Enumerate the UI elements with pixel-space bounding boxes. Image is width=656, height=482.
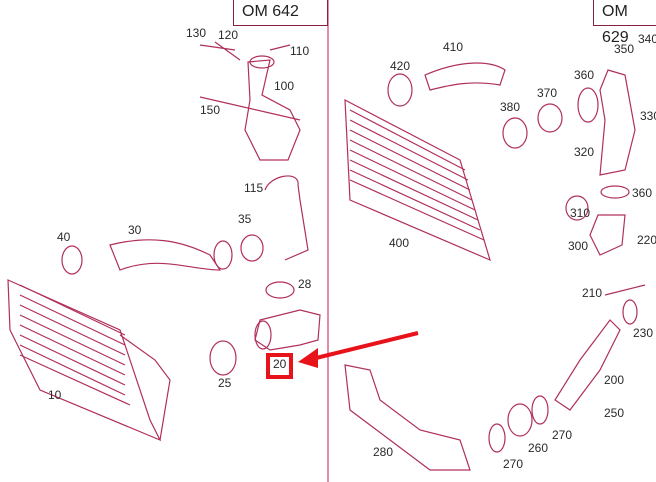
part-260	[507, 403, 533, 437]
part-label[interactable]: 320	[574, 145, 595, 159]
part-label-highlighted[interactable]: 20	[273, 357, 287, 371]
bracket-210	[604, 284, 646, 296]
part-label[interactable]: 28	[298, 277, 312, 291]
part-label[interactable]: 10	[48, 388, 62, 402]
part-label[interactable]: 230	[633, 326, 654, 340]
part-label[interactable]: 340	[638, 32, 656, 46]
part-110	[269, 44, 291, 51]
part-label[interactable]: 370	[537, 86, 558, 100]
seal-28	[265, 281, 295, 299]
part-label[interactable]: 110	[290, 44, 310, 58]
part-370	[537, 103, 563, 133]
part-label[interactable]: 360	[574, 68, 595, 82]
part-label[interactable]: 350	[614, 42, 635, 56]
part-label[interactable]: 360	[632, 186, 653, 200]
part-label[interactable]: 250	[604, 406, 625, 420]
pipe-100	[244, 55, 301, 161]
part-label[interactable]: 270	[552, 428, 573, 442]
part-label[interactable]: 100	[274, 79, 295, 93]
part-label[interactable]: 115	[244, 181, 264, 195]
elbow-20	[254, 309, 321, 351]
bracket-115	[264, 175, 309, 261]
arrow-head	[298, 348, 318, 368]
part-label[interactable]: 200	[604, 373, 625, 387]
part-label[interactable]: 30	[128, 223, 142, 237]
intercooler-400	[344, 98, 491, 262]
part-300	[589, 214, 626, 256]
pipe-200	[554, 319, 621, 411]
part-label[interactable]: 400	[389, 236, 410, 250]
clamp-420	[387, 73, 413, 107]
pipe-280	[344, 364, 471, 471]
clamp-ring	[213, 240, 233, 270]
hose-410	[424, 62, 506, 91]
clamp-310	[565, 195, 589, 221]
clamp-360	[577, 87, 599, 123]
callout-arrow	[311, 331, 419, 361]
part-label[interactable]: 210	[582, 286, 603, 300]
clamp-380	[502, 117, 528, 149]
part-label[interactable]: 380	[500, 100, 521, 114]
seal-270	[531, 395, 549, 425]
intercooler-10	[7, 279, 171, 442]
hose-30	[109, 239, 222, 271]
part-label[interactable]: 120	[218, 28, 239, 42]
part-label[interactable]: 25	[218, 376, 232, 390]
clamp-25	[209, 340, 237, 376]
part-label[interactable]: 150	[200, 103, 221, 117]
part-label[interactable]: 330	[640, 109, 656, 123]
part-label[interactable]: 40	[57, 230, 71, 244]
part-label[interactable]: 260	[528, 441, 549, 455]
part-label[interactable]: 130	[186, 26, 207, 40]
bolt-150	[199, 96, 301, 121]
seal-270b	[488, 423, 506, 453]
seal-230	[622, 299, 638, 325]
clamp-40	[61, 245, 83, 275]
part-label[interactable]: 270	[503, 457, 524, 471]
part-label[interactable]: 220	[637, 233, 656, 247]
part-label[interactable]: 410	[443, 40, 464, 54]
highlight-box	[266, 353, 293, 379]
engine-label-right: OM 629	[593, 0, 656, 46]
clamp-360b	[600, 185, 630, 199]
part-label[interactable]: 35	[238, 212, 252, 226]
ring-35	[240, 234, 264, 262]
bolt-130-120	[199, 41, 241, 61]
pipe-320	[599, 69, 636, 176]
part-label[interactable]: 420	[390, 59, 411, 73]
engine-label-left: OM 642	[233, 0, 328, 26]
part-label[interactable]: 280	[373, 445, 394, 459]
part-label[interactable]: 300	[568, 239, 589, 253]
part-label[interactable]: 310	[570, 206, 591, 220]
